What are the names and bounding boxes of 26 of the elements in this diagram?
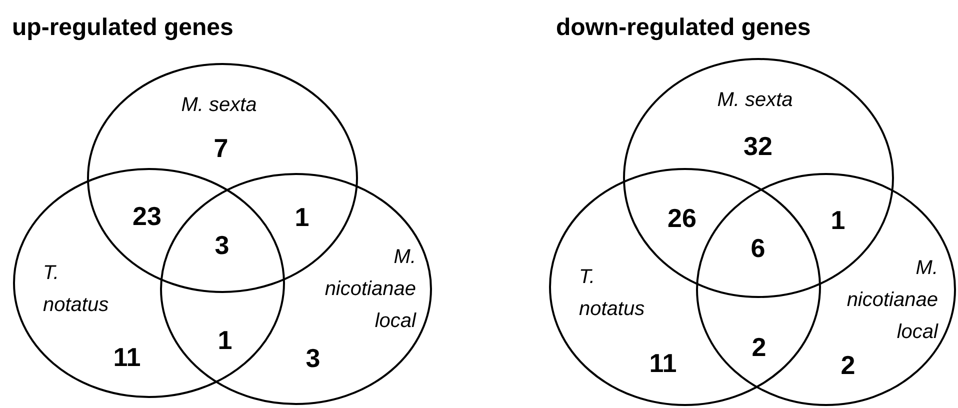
gene-count: 32	[744, 131, 772, 161]
gene-count: 11	[649, 348, 677, 378]
gene-count: 1	[294, 202, 310, 232]
gene-count: 2	[840, 350, 856, 380]
set-name: T. notatus	[43, 261, 110, 318]
set-name: M. nicotianae local	[846, 256, 938, 345]
gene-count: 26	[668, 203, 696, 233]
gene-count: 23	[132, 201, 162, 231]
gene-count: 1	[218, 325, 232, 355]
set-ellipse	[696, 173, 956, 406]
gene-count: 6	[750, 233, 766, 263]
gene-count: 3	[306, 343, 320, 373]
panel-title: down-regulated genes	[556, 14, 811, 42]
set-name: T. notatus	[579, 265, 646, 322]
gene-count: 3	[214, 230, 230, 260]
set-ellipse	[160, 173, 432, 405]
set-ellipse	[549, 168, 821, 406]
set-name: M. sexta	[716, 88, 794, 113]
set-name: M. nicotianae local	[324, 245, 416, 334]
gene-count: 11	[113, 342, 141, 372]
gene-count: 1	[830, 205, 846, 235]
set-name: M. sexta	[180, 93, 258, 118]
gene-count: 7	[214, 133, 228, 163]
set-ellipse	[13, 168, 285, 398]
panel-title: up-regulated genes	[12, 14, 234, 42]
gene-count: 2	[752, 332, 766, 362]
